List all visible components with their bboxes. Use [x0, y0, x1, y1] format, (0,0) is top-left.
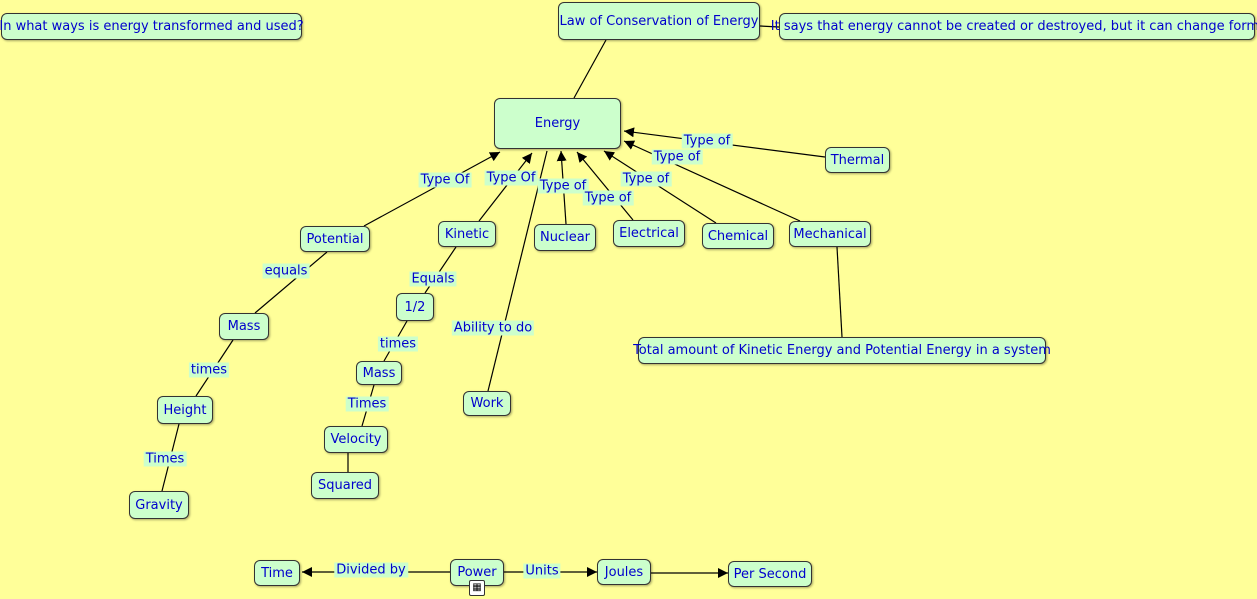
link-label-nuclear: Type of [537, 178, 589, 194]
link-label-height-times: Times [143, 451, 187, 467]
link-label-mechanical: Type of [651, 149, 703, 165]
concept-gravity[interactable]: Gravity [129, 491, 189, 519]
link-label-chemical: Type of [620, 171, 672, 187]
concept-electrical[interactable]: Electrical [613, 220, 685, 247]
link-label-electrical: Type of [582, 190, 634, 206]
resource-stack-icon[interactable]: ▦ [469, 580, 485, 596]
link-label-thermal: Type of [681, 133, 733, 149]
link-label-mass-times: times [188, 362, 230, 378]
link-work [487, 150, 548, 392]
concept-potential-mass[interactable]: Mass [219, 313, 269, 340]
link-potential [363, 151, 501, 227]
concept-thermal[interactable]: Thermal [825, 147, 890, 173]
concept-kinetic[interactable]: Kinetic [438, 221, 496, 247]
link-label-potential-equals: equals [262, 263, 310, 279]
link-label-ability: Ability to do [451, 320, 535, 336]
link-label-units: Units [523, 563, 561, 579]
concept-velocity[interactable]: Velocity [324, 426, 388, 453]
link-label-half-times: times [377, 336, 419, 352]
link-label-divided-by: Divided by [334, 562, 408, 578]
concept-chemical[interactable]: Chemical [702, 223, 774, 249]
link-electrical [576, 151, 634, 221]
link-label-potential: Type Of [418, 172, 472, 188]
concept-energy[interactable]: Energy [494, 98, 621, 149]
concept-mechanical-description[interactable]: Total amount of Kinetic Energy and Poten… [633, 337, 1051, 364]
link-label-kinetic-equals: Equals [409, 271, 457, 287]
link-label-kinetic: Type Of [484, 170, 538, 186]
concept-height[interactable]: Height [157, 396, 213, 424]
concept-work[interactable]: Work [463, 391, 511, 416]
concept-nuclear[interactable]: Nuclear [534, 224, 596, 251]
link-potential-mass [254, 251, 328, 314]
concept-squared[interactable]: Squared [311, 472, 379, 499]
concept-time[interactable]: Time [254, 560, 300, 586]
concept-one-half[interactable]: 1/2 [396, 293, 434, 321]
link-law-energy [573, 39, 607, 99]
link-law-desc [759, 25, 780, 28]
concept-law-of-conservation[interactable]: Law of Conservation of Energy [558, 2, 760, 40]
link-kinetic [478, 152, 533, 222]
concept-mechanical[interactable]: Mechanical [789, 221, 871, 247]
concept-joules[interactable]: Joules [597, 559, 651, 585]
link-mech-desc [836, 246, 843, 338]
concept-per-second[interactable]: Per Second [728, 561, 812, 587]
link-label-mass-times-2: Times [345, 396, 389, 412]
concept-law-description[interactable]: It says that energy cannot be created or… [771, 13, 1257, 40]
concept-potential[interactable]: Potential [300, 226, 370, 252]
concept-kinetic-mass[interactable]: Mass [356, 361, 402, 385]
link-chemical [603, 150, 717, 224]
focus-question[interactable]: In what ways is energy transformed and u… [0, 13, 304, 40]
